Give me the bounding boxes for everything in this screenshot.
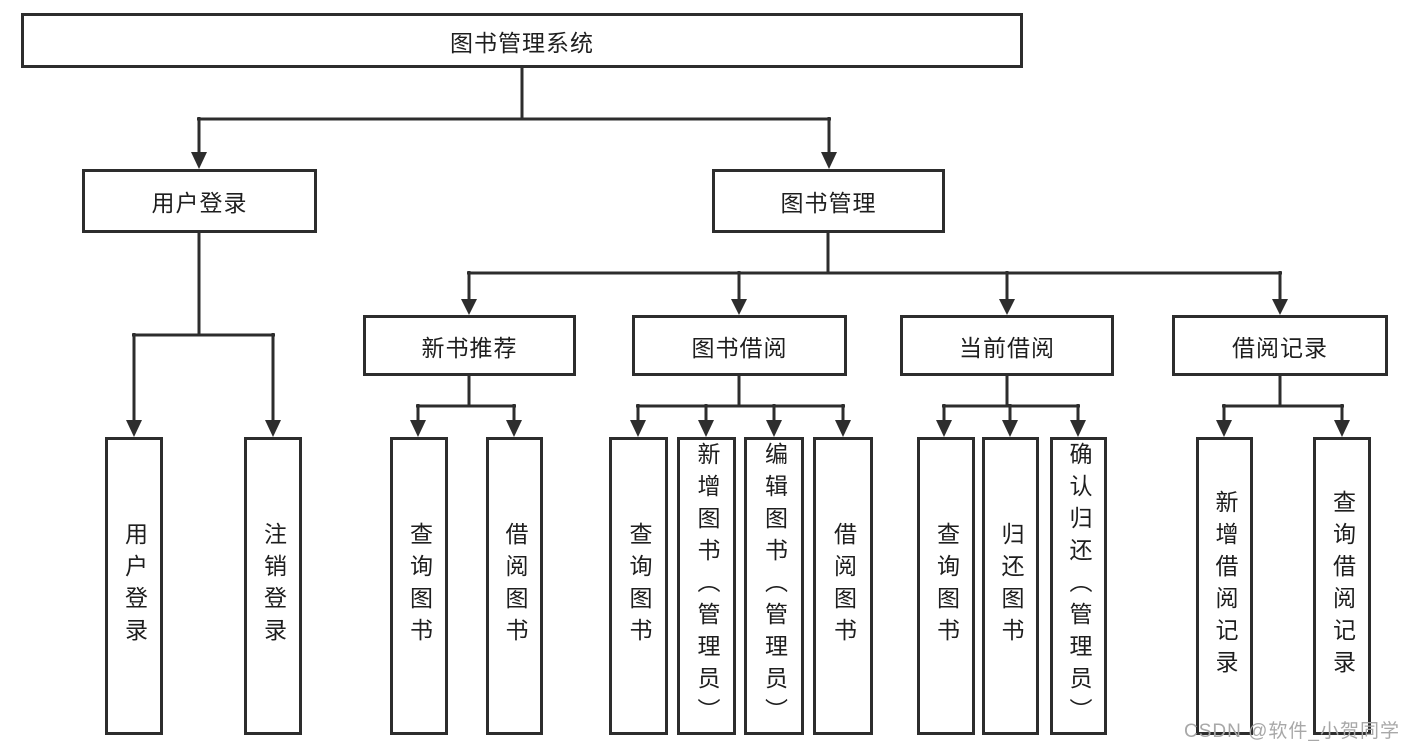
node-book-borrow-label: 图书借阅 [691,334,788,361]
leaf-recommend-borrow-book: 借阅图书 [486,437,543,735]
node-borrow-record: 借阅记录 [1172,315,1388,376]
node-current-borrow-label: 当前借阅 [959,334,1055,361]
leaf-current-query-book: 查询图书 [917,437,975,735]
node-root: 图书管理系统 [21,13,1023,68]
leaf-record-query-label: 查询借阅记录 [1329,490,1356,682]
node-book-management: 图书管理 [712,169,945,233]
leaf-record-query: 查询借阅记录 [1313,437,1371,735]
node-user-login-label: 用户登录 [151,190,248,216]
csdn-watermark: CSDN @软件_小贺同学 [1184,721,1400,742]
leaf-borrow-query-book: 查询图书 [609,437,668,735]
node-current-borrow: 当前借阅 [900,315,1114,376]
leaf-record-add-label: 新增借阅记录 [1212,490,1238,682]
node-new-book-recommend: 新书推荐 [363,315,576,376]
leaf-logout-login-label: 注销登录 [260,522,287,650]
leaf-current-return-book: 归还图书 [982,437,1039,735]
node-book-borrow: 图书借阅 [632,315,847,376]
leaf-logout-login: 注销登录 [244,437,302,735]
leaf-current-query-book-label: 查询图书 [933,522,960,650]
leaf-borrow-query-book-label: 查询图书 [626,522,652,650]
leaf-borrow-edit-book: 编辑图书（管理员） [744,437,804,735]
leaf-record-add: 新增借阅记录 [1196,437,1253,735]
node-book-management-label: 图书管理 [780,190,877,216]
leaf-recommend-query-book-label: 查询图书 [406,522,433,650]
node-borrow-record-label: 借阅记录 [1232,334,1328,361]
leaf-current-confirm-return-label: 确认归还（管理员） [1066,442,1092,730]
leaf-borrow-borrow-book-label: 借阅图书 [830,522,857,650]
leaf-user-login-label: 用户登录 [121,522,148,650]
node-root-label: 图书管理系统 [450,29,594,56]
node-new-book-recommend-label: 新书推荐 [421,334,518,361]
leaf-recommend-borrow-book-label: 借阅图书 [502,522,528,650]
leaf-borrow-add-book-label: 新增图书（管理员） [694,442,720,730]
leaf-borrow-edit-book-label: 编辑图书（管理员） [761,442,788,730]
leaf-borrow-borrow-book: 借阅图书 [813,437,873,735]
leaf-borrow-add-book: 新增图书（管理员） [677,437,736,735]
leaf-current-return-book-label: 归还图书 [998,522,1024,650]
node-user-login: 用户登录 [82,169,317,233]
leaf-user-login: 用户登录 [105,437,163,735]
leaf-current-confirm-return: 确认归还（管理员） [1050,437,1107,735]
leaf-recommend-query-book: 查询图书 [390,437,448,735]
